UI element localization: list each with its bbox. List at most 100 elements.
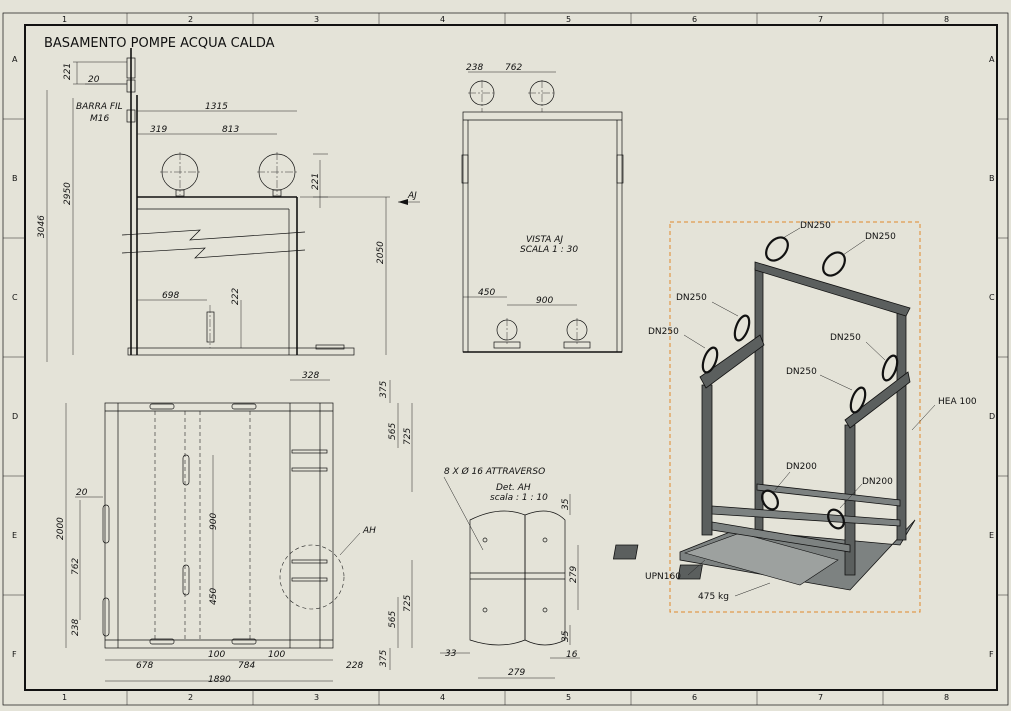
detail-scale: scala : 1 : 10 xyxy=(490,493,548,503)
dim-813: 813 xyxy=(222,125,239,135)
zone-col-2-top: 2 xyxy=(188,15,193,24)
side-view: 238 762 450 900 VISTA AJ SCALA 1 : 30 xyxy=(461,63,624,353)
dim-20: 20 xyxy=(88,75,100,85)
dim-328: 328 xyxy=(302,371,319,381)
zone-row-f-right: F xyxy=(989,650,994,659)
zone-row-a-left: A xyxy=(12,55,18,64)
zone-row-d-left: D xyxy=(12,412,18,421)
zone-row-c-left: C xyxy=(12,293,18,302)
label-dn200-2: DN200 xyxy=(862,477,893,487)
zone-col-3-top: 3 xyxy=(314,15,319,24)
zone-col-4-top: 4 xyxy=(440,15,445,24)
dim-450: 450 xyxy=(478,288,495,298)
label-weight: 475 kg xyxy=(698,592,729,602)
dim-221-top: 221 xyxy=(63,63,73,80)
dim-762-plan: 762 xyxy=(71,558,81,575)
dim-222: 222 xyxy=(231,288,241,305)
outer-frame xyxy=(2,12,1009,706)
zone-col-6-top: 6 xyxy=(692,15,697,24)
dim-3046: 3046 xyxy=(37,215,47,238)
zone-row-labels: A B C D E F A B C D E F xyxy=(12,55,995,659)
label-barra-fil: BARRA FIL xyxy=(76,102,123,112)
label-dn250-4: DN250 xyxy=(648,327,679,337)
zone-col-7-top: 7 xyxy=(818,15,823,24)
dim-900-plan: 900 xyxy=(209,513,219,530)
dim-2050: 2050 xyxy=(376,241,386,264)
zone-col-1-top: 1 xyxy=(62,15,67,24)
dim-228: 228 xyxy=(346,661,363,671)
dim-1315: 1315 xyxy=(205,102,228,112)
zone-row-d-right: D xyxy=(989,412,995,421)
zone-col-7-bottom: 7 xyxy=(818,693,823,702)
zone-row-e-right: E xyxy=(989,531,994,540)
side-view-scale: SCALA 1 : 30 xyxy=(520,245,578,255)
zone-col-2-bottom: 2 xyxy=(188,693,193,702)
zone-col-5-top: 5 xyxy=(566,15,571,24)
dim-565-top: 565 xyxy=(388,423,398,440)
detail-label: Det. AH xyxy=(496,483,531,493)
view-marker-aj: AJ xyxy=(407,191,417,201)
zone-col-8-bottom: 8 xyxy=(944,693,949,702)
dim-221-right: 221 xyxy=(311,173,321,190)
dim-238: 238 xyxy=(466,63,483,73)
zone-col-5-bottom: 5 xyxy=(566,693,571,702)
dim-20-plan: 20 xyxy=(76,488,88,498)
drawing-title: BASAMENTO POMPE ACQUA CALDA xyxy=(44,36,275,51)
dim-2950: 2950 xyxy=(63,182,73,205)
dim-33: 33 xyxy=(445,649,457,659)
dim-375-bottom: 375 xyxy=(379,650,389,667)
zone-row-b-left: B xyxy=(12,174,18,183)
label-dn250-3: DN250 xyxy=(676,293,707,303)
dim-784: 784 xyxy=(238,661,255,671)
inner-border xyxy=(24,24,998,691)
dim-319: 319 xyxy=(150,125,167,135)
dim-35-top: 35 xyxy=(561,498,571,510)
dim-279-horizontal: 279 xyxy=(508,668,525,678)
dim-2000: 2000 xyxy=(56,517,66,540)
zone-col-6-bottom: 6 xyxy=(692,693,697,702)
dim-375-top: 375 xyxy=(379,381,389,398)
zone-row-a-right: A xyxy=(989,55,995,64)
zone-row-f-left: F xyxy=(12,650,17,659)
label-m16: M16 xyxy=(90,114,109,124)
zone-col-8-top: 8 xyxy=(944,15,949,24)
front-view: 221 20 BARRA FIL M16 1315 319 813 221 30… xyxy=(37,48,420,362)
zone-ticks xyxy=(3,13,1008,705)
holes-note: 8 X Ø 16 ATTRAVERSO xyxy=(444,466,545,477)
dim-678: 678 xyxy=(136,661,153,671)
label-dn250-1: DN250 xyxy=(800,221,831,231)
label-dn250-6: DN250 xyxy=(786,367,817,377)
dim-279-vertical: 279 xyxy=(569,566,579,583)
dim-450-plan: 450 xyxy=(209,588,219,605)
label-dn250-5: DN250 xyxy=(830,333,861,343)
dim-1890: 1890 xyxy=(208,675,231,685)
dim-100-b: 100 xyxy=(268,650,285,660)
dim-900: 900 xyxy=(536,296,553,306)
dim-16: 16 xyxy=(566,650,578,660)
dim-725-bottom: 725 xyxy=(403,595,413,612)
zone-row-e-left: E xyxy=(12,531,17,540)
zone-col-1-bottom: 1 xyxy=(62,693,67,702)
label-upn160: UPN160 xyxy=(645,572,681,582)
zone-col-3-bottom: 3 xyxy=(314,693,319,702)
iso-selection-box xyxy=(669,221,921,613)
dim-565-bottom: 565 xyxy=(388,611,398,628)
dim-698: 698 xyxy=(162,291,179,301)
label-hea-100: HEA 100 xyxy=(938,397,977,407)
dim-35-bottom: 35 xyxy=(561,630,571,642)
zone-row-b-right: B xyxy=(989,174,995,183)
iso-view: DN250 DN250 DN250 DN250 DN250 DN250 HEA … xyxy=(612,221,977,613)
dim-238-plan: 238 xyxy=(71,619,81,636)
zone-row-c-right: C xyxy=(989,293,995,302)
zone-column-labels: 1 2 3 4 5 6 7 8 1 2 3 4 5 6 7 8 xyxy=(62,15,949,702)
detail-view: 8 X Ø 16 ATTRAVERSO Det. AH scala : 1 : … xyxy=(440,466,580,679)
label-dn200-1: DN200 xyxy=(786,462,817,472)
detail-marker-ah: AH xyxy=(362,526,376,536)
zone-col-4-bottom: 4 xyxy=(440,693,445,702)
side-view-label: VISTA AJ xyxy=(526,235,563,245)
label-dn250-2: DN250 xyxy=(865,232,896,242)
dim-100-a: 100 xyxy=(208,650,225,660)
plan-view: 328 375 565 725 20 2000 762 238 900 450 … xyxy=(56,371,413,685)
dim-762: 762 xyxy=(505,63,522,73)
